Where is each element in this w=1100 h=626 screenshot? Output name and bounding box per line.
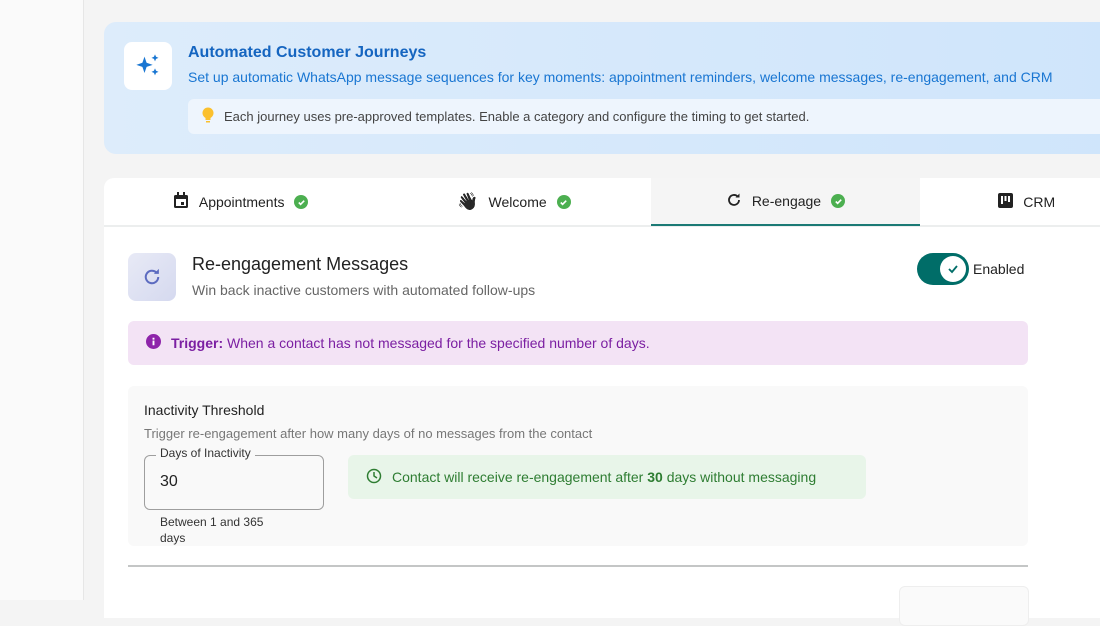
refresh-icon: [128, 253, 176, 301]
tab-label: Re-engage: [751, 193, 822, 209]
info-text: Contact will receive re-engagement after: [392, 469, 648, 485]
info-banner: Automated Customer Journeys Set up autom…: [104, 22, 1100, 154]
section-subtitle: Win back inactive customers with automat…: [192, 282, 536, 298]
tab-label: Appointments: [198, 194, 285, 210]
tab-welcome[interactable]: 👋 Welcome: [377, 178, 650, 226]
info-icon: [146, 334, 161, 352]
waving-hand-icon: 👋: [457, 192, 479, 211]
journey-card: Appointments 👋 Welcome Re-engage CRM Re-…: [104, 178, 1100, 626]
action-button[interactable]: [899, 586, 1029, 626]
tab-appointments[interactable]: Appointments: [104, 178, 377, 226]
kanban-icon: [998, 193, 1014, 211]
schedule-info: Contact will receive re-engagement after…: [348, 455, 866, 499]
calendar-icon: [173, 192, 189, 212]
tip-box: Each journey uses pre-approved templates…: [188, 99, 1100, 134]
enabled-toggle[interactable]: [917, 253, 969, 285]
lightbulb-icon: [202, 107, 214, 126]
divider: [128, 565, 1028, 567]
clock-icon: [366, 468, 382, 487]
tab-crm[interactable]: CRM: [920, 178, 1100, 226]
check-circle-icon: [556, 195, 571, 209]
trigger-label: Trigger:: [171, 335, 224, 351]
trigger-alert: Trigger: When a contact has not messaged…: [128, 321, 1028, 365]
check-icon: [940, 256, 966, 282]
left-sidebar: [0, 0, 84, 600]
sparkles-icon: [124, 42, 172, 90]
days-helper-text: Between 1 and 365 days: [160, 515, 264, 545]
trigger-text: When a contact has not messaged for the …: [227, 335, 650, 351]
toggle-label: Enabled: [973, 261, 1025, 277]
section-title: Re-engagement Messages: [192, 254, 409, 274]
tab-re-engage[interactable]: Re-engage: [650, 178, 921, 226]
check-circle-icon: [831, 194, 846, 208]
tab-bar: Appointments 👋 Welcome Re-engage CRM: [104, 178, 1100, 227]
days-of-inactivity-input[interactable]: [160, 473, 260, 491]
refresh-icon: [726, 192, 742, 211]
tab-label: Welcome: [488, 194, 547, 210]
info-days: 30: [647, 469, 663, 485]
threshold-subtitle: Trigger re-engagement after how many day…: [144, 426, 593, 441]
check-circle-icon: [294, 195, 309, 209]
threshold-title: Inactivity Threshold: [144, 402, 265, 418]
days-field-label: Days of Inactivity: [156, 446, 255, 460]
tab-label: CRM: [1023, 194, 1056, 210]
tip-text: Each journey uses pre-approved templates…: [224, 109, 810, 124]
threshold-section: Inactivity Threshold Trigger re-engageme…: [128, 386, 1028, 546]
banner-title: Automated Customer Journeys: [188, 44, 427, 61]
info-text-end: days without messaging: [662, 469, 817, 485]
banner-subtitle: Set up automatic WhatsApp message sequen…: [188, 69, 1053, 85]
